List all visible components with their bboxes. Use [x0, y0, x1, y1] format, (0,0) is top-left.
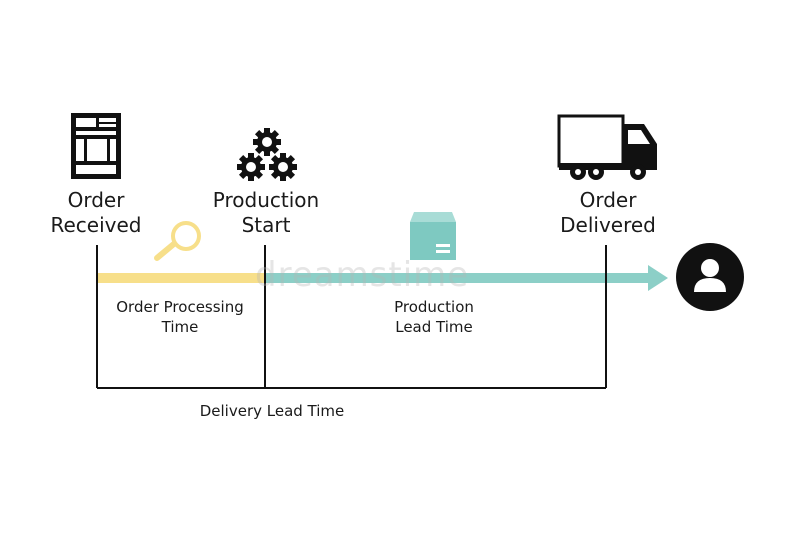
production-lead-bar: [265, 273, 650, 283]
order-delivered-line2: Delivered: [560, 213, 656, 237]
order-delivered-label: Order Delivered: [543, 188, 673, 238]
order-received-line1: Order: [67, 188, 125, 212]
production-lead-line1: Production: [394, 298, 474, 316]
order-processing-bar: [97, 273, 265, 283]
delivery-truck-icon: [557, 114, 657, 180]
order-processing-label: Order Processing Time: [100, 297, 260, 337]
timeline-arrow: [265, 265, 668, 291]
production-lead-label: Production Lead Time: [354, 297, 514, 337]
production-lead-line2: Lead Time: [395, 318, 473, 336]
watermark: dreamstime: [255, 255, 470, 295]
order-form-icon: [71, 113, 121, 179]
arrow-head: [648, 265, 668, 291]
magnifier-icon: [154, 221, 201, 261]
gears-icon: [237, 128, 297, 181]
production-start-label: Production Start: [196, 188, 336, 238]
production-start-line1: Production: [212, 188, 320, 212]
delivery-lead-label: Delivery Lead Time: [199, 402, 345, 420]
production-start-line2: Start: [241, 213, 291, 237]
order-delivered-line1: Order: [579, 188, 637, 212]
order-processing-line2: Time: [161, 318, 199, 336]
order-received-line2: Received: [50, 213, 142, 237]
customer-avatar-icon: [676, 243, 744, 311]
package-box-icon: [410, 212, 456, 260]
order-processing-line1: Order Processing: [116, 298, 244, 316]
order-received-label: Order Received: [36, 188, 156, 238]
